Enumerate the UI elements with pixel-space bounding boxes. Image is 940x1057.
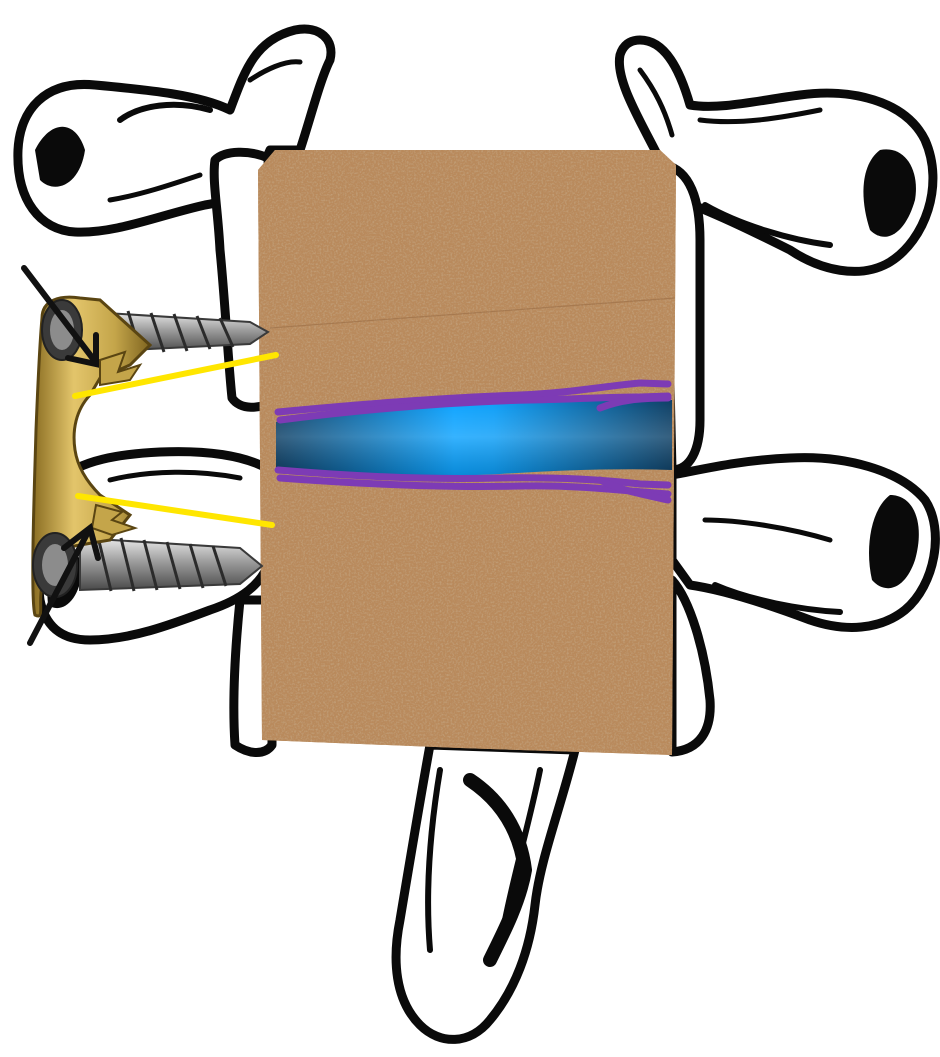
lower-right-pedicle [672, 580, 710, 752]
